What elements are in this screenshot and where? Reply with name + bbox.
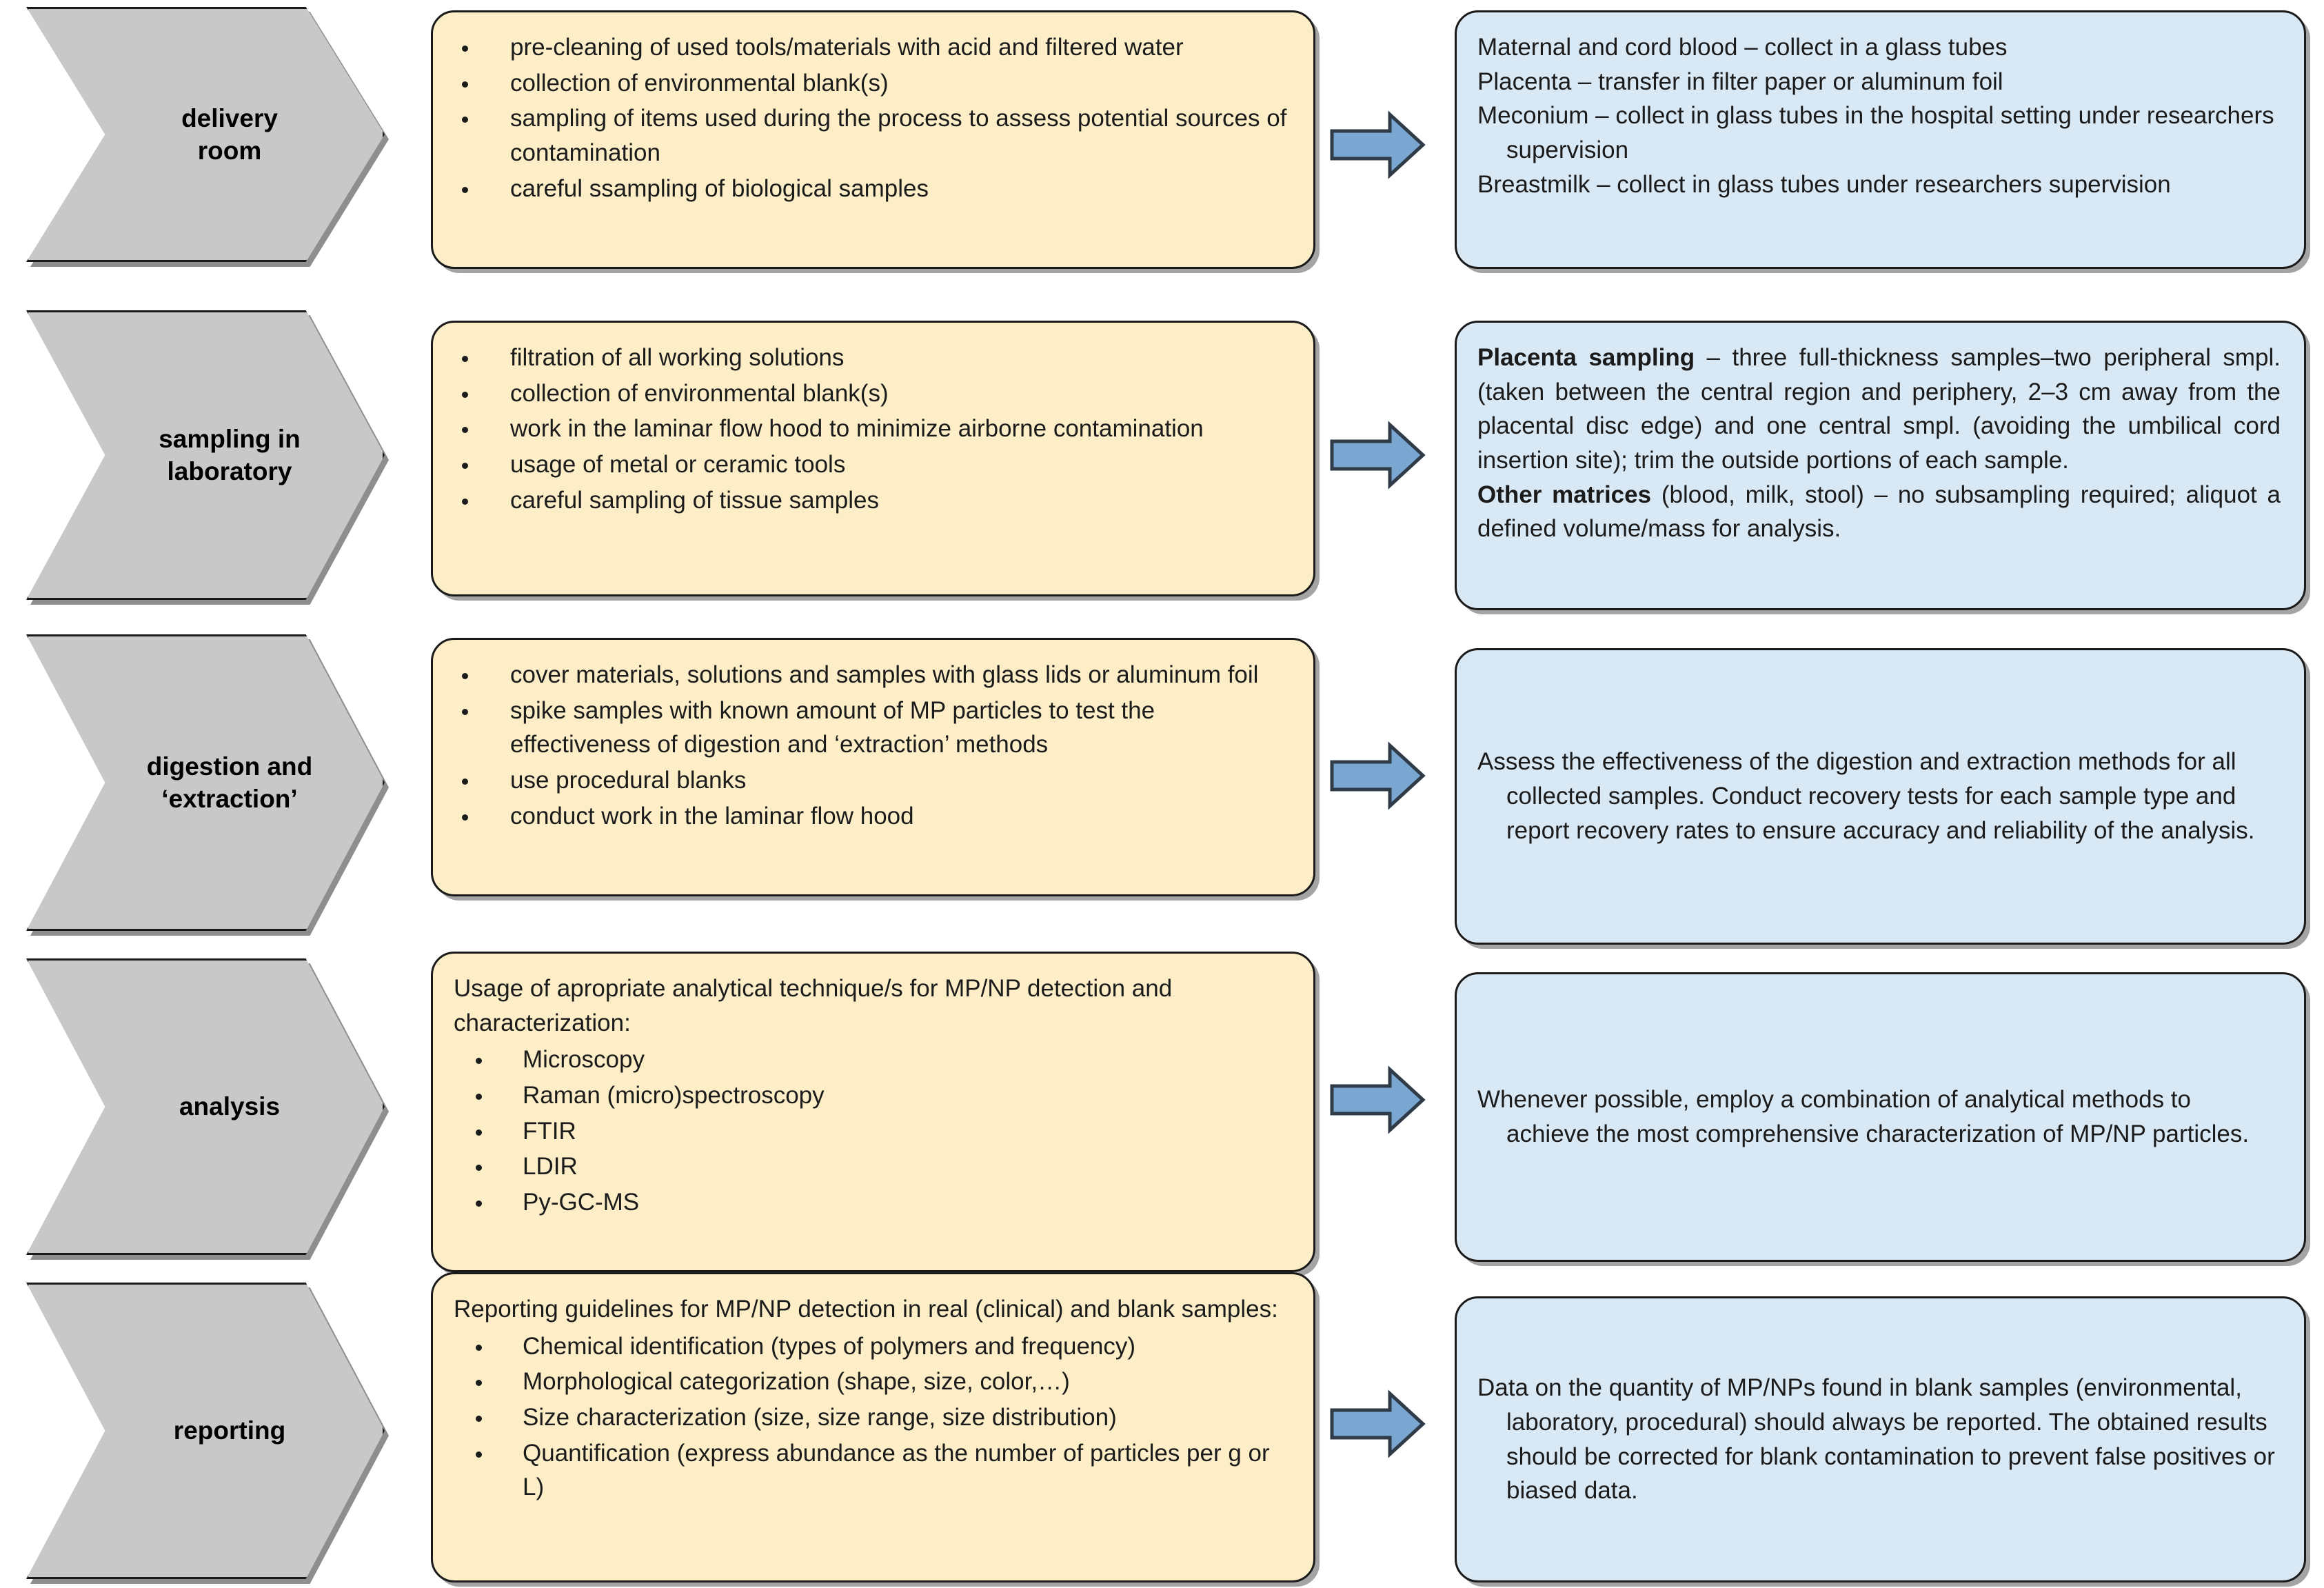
flow-arrow-icon-0 <box>1329 110 1426 179</box>
stage-label: analysis <box>179 1092 281 1121</box>
action-box-content: Reporting guidelines for MP/NP detection… <box>433 1274 1313 1524</box>
action-bullet-list: pre-cleaning of used tools/materials wit… <box>454 30 1290 205</box>
stage-label: reporting <box>173 1416 286 1445</box>
flow-arrow-icon-1 <box>1329 421 1426 490</box>
note-box-2: Assess the effectiveness of the digestio… <box>1455 648 2306 945</box>
action-bullet-item: cover materials, solutions and samples w… <box>454 658 1290 692</box>
stage-chevron-3[interactable]: analysis <box>26 958 385 1255</box>
note-line: Assess the effectiveness of the digestio… <box>1477 748 2255 844</box>
action-bullet-item: collection of environmental blank(s) <box>454 376 1290 411</box>
note-line: Placenta – transfer in filter paper or a… <box>1477 68 2003 95</box>
flow-arrow-icon-3 <box>1329 1065 1426 1134</box>
note-box-content: Whenever possible, employ a combination … <box>1457 974 2304 1260</box>
action-bullet-item: Size characterization (size, size range,… <box>454 1400 1290 1435</box>
action-bullet-item: careful sampling of tissue samples <box>454 483 1290 518</box>
note-line: Breastmilk – collect in glass tubes unde… <box>1477 170 2171 198</box>
action-bullet-item: careful ssampling of biological samples <box>454 172 1290 206</box>
action-bullet-item: LDIR <box>454 1149 1290 1184</box>
action-box-content: cover materials, solutions and samples w… <box>433 640 1313 852</box>
note-paragraph-lead: Other matrices <box>1477 481 1652 508</box>
note-line: Maternal and cord blood – collect in a g… <box>1477 34 2008 61</box>
action-bullet-item: Microscopy <box>454 1043 1290 1077</box>
action-intro: Usage of apropriate analytical technique… <box>454 975 1173 1036</box>
note-box-1: Placenta sampling – three full-thickness… <box>1455 321 2306 610</box>
note-paragraph: Placenta sampling – three full-thickness… <box>1477 341 2281 478</box>
action-box-content: Usage of apropriate analytical technique… <box>433 954 1313 1239</box>
note-box-0: Maternal and cord blood – collect in a g… <box>1455 10 2306 269</box>
action-bullet-item: collection of environmental blank(s) <box>454 66 1290 101</box>
action-bullet-item: work in the laminar flow hood to minimiz… <box>454 412 1290 446</box>
note-paragraph-lead: Placenta sampling <box>1477 344 1695 371</box>
action-bullet-item: filtration of all working solutions <box>454 341 1290 375</box>
stage-label: digestion and ‘extraction’ <box>146 752 313 813</box>
action-box-0: pre-cleaning of used tools/materials wit… <box>431 10 1315 269</box>
action-bullet-item: Py-GC-MS <box>454 1185 1290 1220</box>
note-box-4: Data on the quantity of MP/NPs found in … <box>1455 1296 2306 1582</box>
note-box-content: Assess the effectiveness of the digestio… <box>1457 650 2304 943</box>
action-bullet-item: usage of metal or ceramic tools <box>454 448 1290 482</box>
action-bullet-item: Quantification (express abundance as the… <box>454 1436 1290 1505</box>
action-bullet-item: pre-cleaning of used tools/materials wit… <box>454 30 1290 65</box>
note-line: Whenever possible, employ a combination … <box>1477 1086 2250 1147</box>
stage-chevron-0[interactable]: delivery room <box>26 7 385 262</box>
note-box-content: Maternal and cord blood – collect in a g… <box>1457 12 2304 219</box>
note-paragraph-rest: – three full-thickness samples–two perip… <box>1477 344 2281 474</box>
action-box-4: Reporting guidelines for MP/NP detection… <box>431 1272 1315 1582</box>
action-bullet-item: FTIR <box>454 1114 1290 1149</box>
action-box-3: Usage of apropriate analytical technique… <box>431 952 1315 1272</box>
stage-label: delivery room <box>181 103 278 165</box>
action-bullet-item: sampling of items used during the proces… <box>454 101 1290 170</box>
action-bullet-list: cover materials, solutions and samples w… <box>454 658 1290 833</box>
action-bullet-item: Raman (micro)spectroscopy <box>454 1078 1290 1113</box>
action-bullet-item: spike samples with known amount of MP pa… <box>454 694 1290 762</box>
action-bullet-item: Chemical identification (types of polyme… <box>454 1329 1290 1364</box>
flow-arrow-icon-4 <box>1329 1389 1426 1458</box>
note-paragraph-rest: (blood, milk, stool) – no subsampling re… <box>1477 481 2281 543</box>
action-bullet-item: Morphological categorization (shape, siz… <box>454 1365 1290 1399</box>
note-box-content: Placenta sampling – three full-thickness… <box>1457 323 2304 564</box>
note-paragraph: Other matrices (blood, milk, stool) – no… <box>1477 478 2281 546</box>
action-bullet-item: conduct work in the laminar flow hood <box>454 799 1290 834</box>
action-box-2: cover materials, solutions and samples w… <box>431 638 1315 896</box>
note-line: Data on the quantity of MP/NPs found in … <box>1477 1374 2275 1505</box>
note-line: Meconium – collect in glass tubes in the… <box>1477 102 2274 164</box>
action-intro: Reporting guidelines for MP/NP detection… <box>454 1296 1278 1323</box>
flow-arrow-icon-2 <box>1329 741 1426 810</box>
action-bullet-item: use procedural blanks <box>454 763 1290 798</box>
note-box-3: Whenever possible, employ a combination … <box>1455 972 2306 1262</box>
action-box-content: pre-cleaning of used tools/materials wit… <box>433 12 1313 225</box>
action-bullet-list: Chemical identification (types of polyme… <box>454 1329 1290 1505</box>
stage-label: sampling in laboratory <box>159 424 301 485</box>
note-box-content: Data on the quantity of MP/NPs found in … <box>1457 1298 2304 1580</box>
